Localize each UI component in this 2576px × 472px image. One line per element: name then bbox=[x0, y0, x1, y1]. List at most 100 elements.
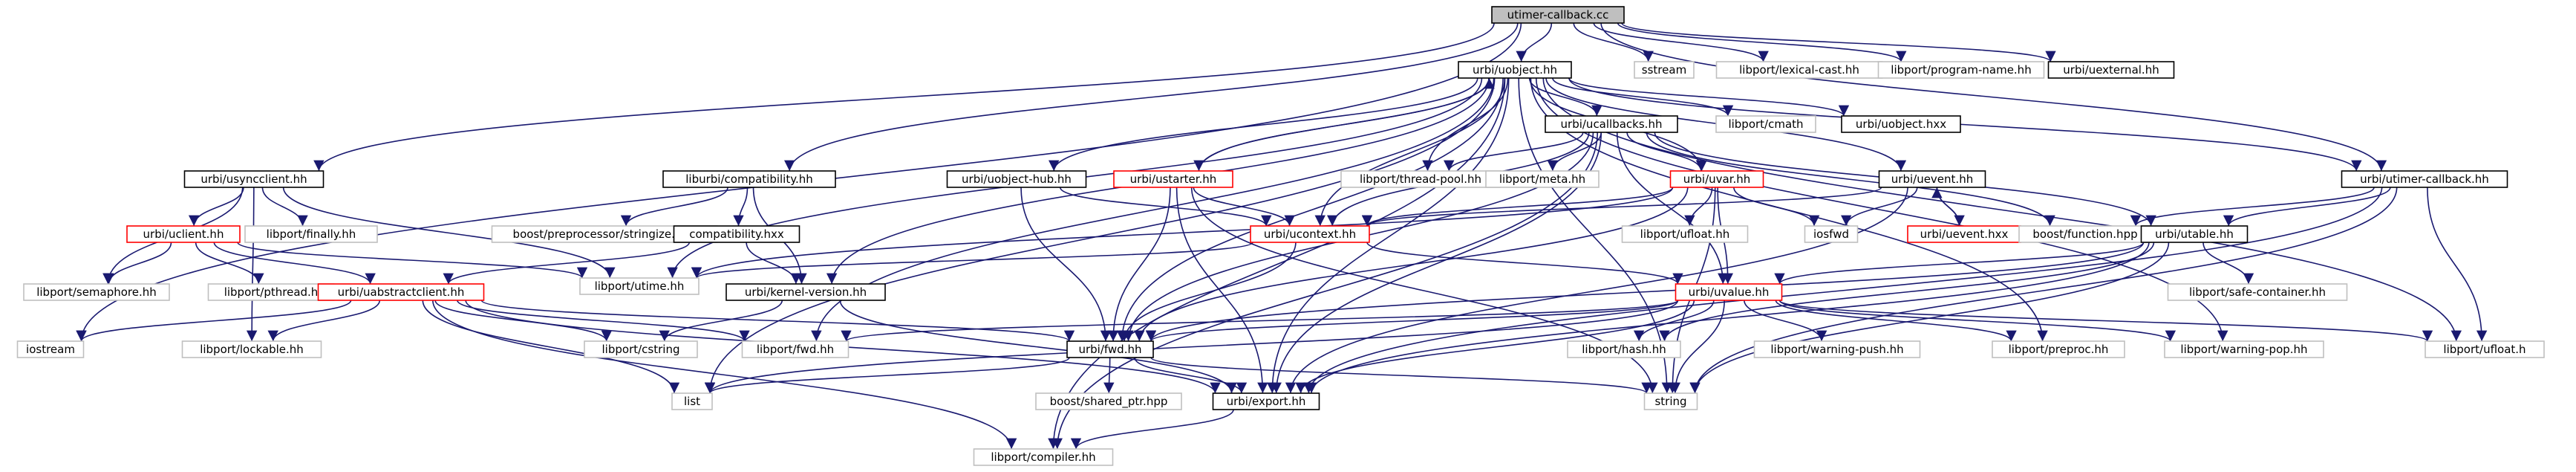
edge-uclient-to-utime bbox=[237, 242, 587, 279]
node-box bbox=[126, 225, 241, 243]
node-finally: libport/finally.hh bbox=[244, 225, 378, 243]
node-label: libport/pthread.h bbox=[224, 285, 319, 299]
node-label: libport/meta.hh bbox=[1499, 172, 1585, 186]
edge-uvalue-to-ufloat2 bbox=[1778, 300, 2433, 342]
node-uvalue[interactable]: urbi/uvalue.hh bbox=[1675, 283, 1783, 301]
node-box bbox=[183, 170, 325, 188]
node-label: urbi/usyncclient.hh bbox=[200, 172, 307, 186]
node-box bbox=[2167, 283, 2348, 301]
edge-utable-to-safecont bbox=[2202, 242, 2254, 285]
node-label: libport/preproc.hh bbox=[2009, 343, 2109, 356]
node-compatibility[interactable]: liburbi/compatibility.hh bbox=[662, 170, 836, 188]
node-box bbox=[1567, 340, 1681, 358]
node-ucontext[interactable]: urbi/ucontext.hh bbox=[1250, 225, 1370, 243]
edge-root-to-sstream bbox=[1573, 22, 1654, 62]
node-box bbox=[2047, 61, 2175, 79]
node-box bbox=[1066, 340, 1154, 358]
edge-uevent-to-export bbox=[1285, 187, 1908, 394]
node-utimercb[interactable]: urbi/utimer-callback.hh bbox=[2341, 170, 2508, 188]
edge-uobject-to-ucontext bbox=[1314, 77, 1506, 227]
node-ueventhxx[interactable]: urbi/uevent.hxx bbox=[1907, 225, 2021, 243]
node-label: libport/lexical-cast.hh bbox=[1739, 63, 1859, 77]
edge-uabstract-to-lockable bbox=[267, 300, 381, 342]
node-box bbox=[1643, 392, 1698, 410]
edge-ucontext-to-utime bbox=[691, 242, 1253, 279]
node-box bbox=[1250, 225, 1370, 243]
node-box bbox=[725, 283, 886, 301]
edge-uvar-to-ufloath bbox=[1684, 187, 1713, 227]
edge-kernelver-to-export bbox=[839, 300, 1237, 394]
node-box bbox=[671, 392, 713, 410]
node-compathxx[interactable]: compatibility.hxx bbox=[673, 225, 800, 243]
node-warnpop: libport/warning-pop.hh bbox=[2164, 340, 2324, 358]
node-label: urbi/fwd.hh bbox=[1078, 343, 1141, 356]
node-label: libport/safe-container.hh bbox=[2189, 285, 2326, 299]
node-label: urbi/uabstractclient.hh bbox=[338, 285, 465, 299]
node-safecont: libport/safe-container.hh bbox=[2167, 283, 2348, 301]
node-sharedptr: boost/shared_ptr.hpp bbox=[1035, 392, 1182, 410]
node-warnpush: libport/warning-push.hh bbox=[1753, 340, 1921, 358]
node-sstream: sstream bbox=[1634, 61, 1695, 79]
edge-uvalue-to-export bbox=[1295, 300, 1695, 394]
node-utable[interactable]: urbi/utable.hh bbox=[2140, 225, 2249, 243]
node-label: utimer-callback.cc bbox=[1507, 8, 1609, 22]
edge-ucontext-to-urbifwd bbox=[1118, 242, 1297, 342]
node-label: boost/shared_ptr.hpp bbox=[1050, 395, 1168, 409]
edge-uvalue-to-libfwd bbox=[841, 300, 1679, 342]
node-export[interactable]: urbi/export.hh bbox=[1212, 392, 1320, 410]
edge-root-to-uobject bbox=[1516, 22, 1553, 62]
node-box bbox=[1669, 170, 1764, 188]
node-uabstract[interactable]: urbi/uabstractclient.hh bbox=[317, 283, 485, 301]
edge-uvalue-to-warnpush bbox=[1744, 300, 1827, 342]
node-uobjecthxx[interactable]: urbi/uobject.hxx bbox=[1841, 115, 1961, 133]
node-cstring: libport/cstring bbox=[584, 340, 698, 358]
edge-uvalue-to-list bbox=[705, 300, 1679, 394]
node-label: libport/hash.hh bbox=[1582, 343, 1666, 356]
node-ufloath: libport/ufloat.hh bbox=[1621, 225, 1749, 243]
edge-ueventhxx-to-uevent bbox=[1931, 187, 1960, 227]
node-box bbox=[1485, 170, 1600, 188]
node-uobjecthub[interactable]: urbi/uobject-hub.hh bbox=[946, 170, 1087, 188]
node-utime: libport/utime.hh bbox=[579, 277, 700, 295]
node-label: sstream bbox=[1642, 63, 1686, 77]
edge-kernelver-to-cstring bbox=[659, 300, 783, 342]
node-libfwd: libport/fwd.hh bbox=[741, 340, 850, 358]
node-usyncclient[interactable]: urbi/usyncclient.hh bbox=[183, 170, 325, 188]
node-kernelver[interactable]: urbi/kernel-version.hh bbox=[725, 283, 886, 301]
edge-utimercb-to-string bbox=[1689, 187, 2398, 394]
node-label: libport/utime.hh bbox=[595, 279, 685, 293]
edge-usyncclient-to-uclient bbox=[188, 187, 244, 227]
node-box bbox=[1878, 170, 1986, 188]
node-uvar[interactable]: urbi/uvar.hh bbox=[1669, 170, 1764, 188]
node-ustarter[interactable]: urbi/ustarter.hh bbox=[1113, 170, 1233, 188]
node-label: libport/cstring bbox=[602, 343, 680, 356]
edge-utimercb-to-utable bbox=[2223, 187, 2391, 227]
edge-utimercb-to-export bbox=[1303, 187, 2383, 394]
node-box bbox=[1675, 283, 1783, 301]
edge-uobject-to-utimercb bbox=[1568, 77, 2362, 172]
edge-uobject-to-cmath bbox=[1552, 77, 1734, 117]
node-uexternal[interactable]: urbi/uexternal.hh bbox=[2047, 61, 2175, 79]
node-boostfunction: boost/function.hpp bbox=[2018, 225, 2152, 243]
edge-uclient-to-pthread bbox=[195, 242, 264, 285]
node-uclient[interactable]: urbi/uclient.hh bbox=[126, 225, 241, 243]
node-root[interactable]: utimer-callback.cc bbox=[1491, 6, 1625, 24]
edge-uabstract-to-list bbox=[422, 300, 680, 394]
node-uobject[interactable]: urbi/uobject.hh bbox=[1458, 61, 1572, 79]
edge-ucallbacks-to-boostfunction bbox=[1646, 132, 2055, 227]
node-ucallbacks[interactable]: urbi/ucallbacks.hh bbox=[1545, 115, 1678, 133]
edge-uevent-to-iosfwd bbox=[1841, 187, 1918, 227]
edge-root-to-utimercb bbox=[1600, 22, 2387, 172]
edge-compatibility-to-compathxx bbox=[733, 187, 749, 227]
edge-uabstract-to-iostream bbox=[76, 300, 352, 342]
node-box bbox=[579, 277, 700, 295]
edge-compathxx-to-uabstract bbox=[443, 242, 691, 285]
node-label: urbi/uvalue.hh bbox=[1689, 285, 1770, 299]
node-uevent[interactable]: urbi/uevent.hh bbox=[1878, 170, 1986, 188]
node-urbifwd[interactable]: urbi/fwd.hh bbox=[1066, 340, 1154, 358]
edge-urbifwd-to-list bbox=[705, 357, 1070, 394]
edge-root-to-compatibility bbox=[784, 22, 1519, 172]
node-label: list bbox=[684, 395, 700, 408]
node-lexical: libport/lexical-cast.hh bbox=[1715, 61, 1883, 79]
